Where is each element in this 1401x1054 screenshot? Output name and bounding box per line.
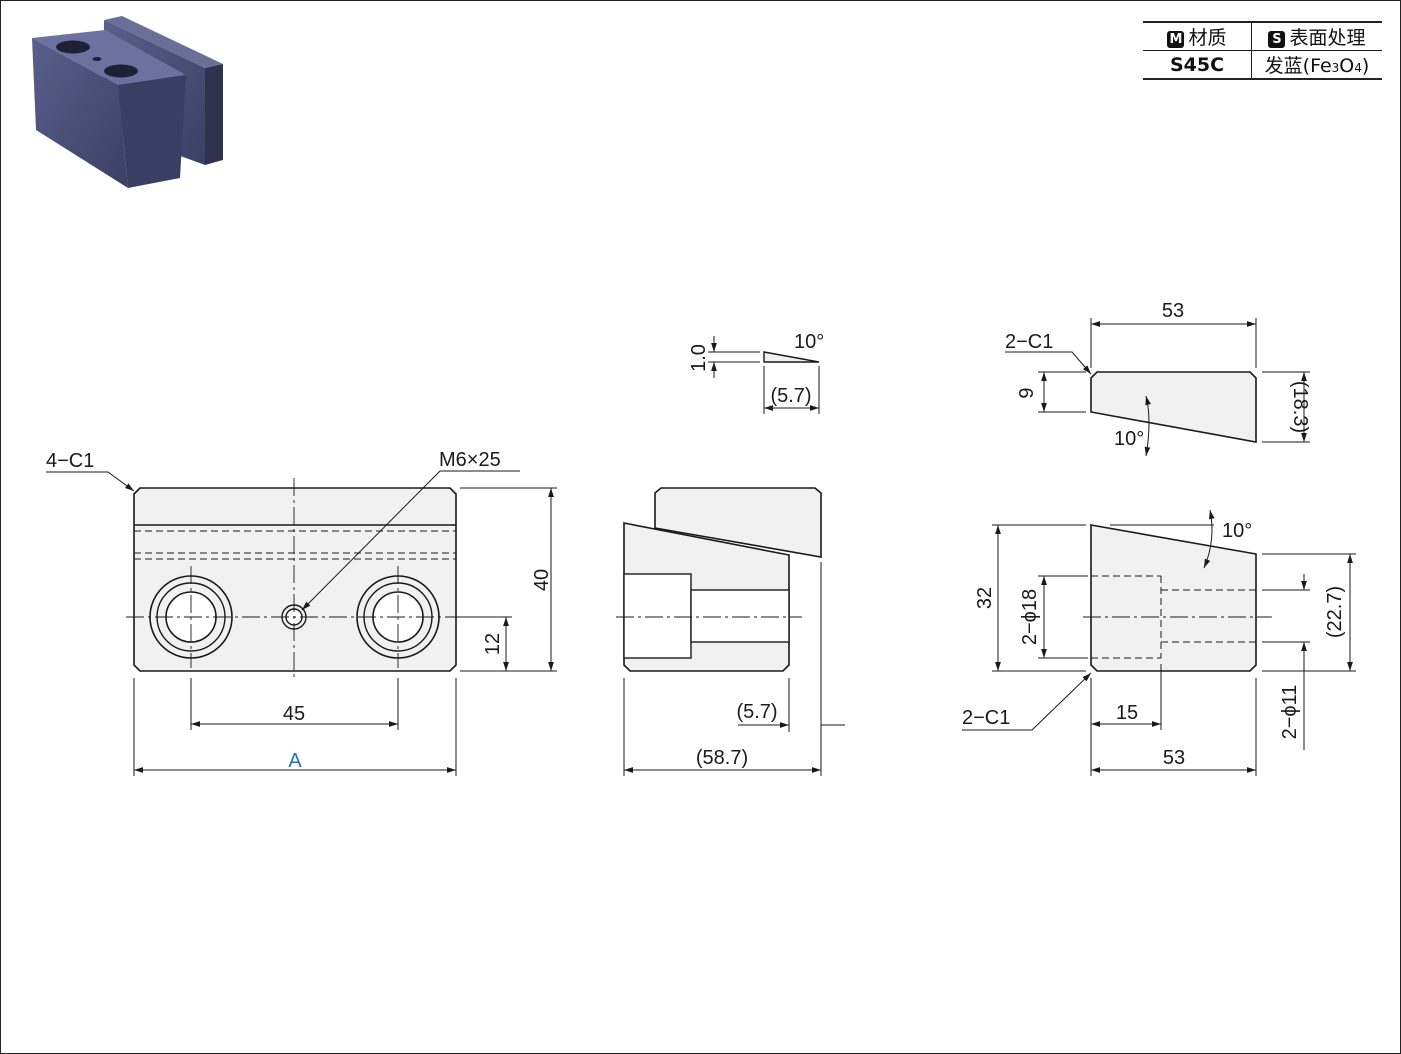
wedge-thickness-label: 1.0: [688, 344, 710, 372]
top-height-label: 9: [1016, 387, 1038, 398]
surface-badge-icon: S: [1268, 31, 1286, 48]
product-photo: [32, 16, 223, 188]
material-value: S45C: [1169, 53, 1225, 76]
side-view: (5.7) (58.7): [616, 487, 845, 776]
material-value-cell: S45C: [1143, 50, 1252, 80]
top-height-ref-label: (18.3): [1289, 381, 1311, 433]
spec-value-row: S45C 发蓝(Fe3O4): [1143, 50, 1382, 80]
counterbore-depth-label: 15: [1116, 702, 1138, 724]
thread-label: M6×25: [439, 449, 501, 471]
hole-label: 2−ϕ11: [1279, 685, 1301, 740]
bottom-height-label: 32: [974, 587, 996, 609]
pitch-45-label: 45: [283, 703, 305, 725]
length-A-label: A: [288, 750, 302, 772]
bottom-chamfer-label: 2−C1: [962, 707, 1010, 729]
top-angle-label: 10°: [1114, 428, 1144, 450]
counterbore-label: 2−ϕ18: [1019, 589, 1041, 645]
material-header: 材质: [1188, 27, 1227, 49]
surface-value-suffix: ): [1361, 55, 1370, 77]
bottom-angle-label: 10°: [1222, 520, 1252, 542]
side-offset-label: (5.7): [736, 701, 777, 723]
top-width-label: 53: [1162, 300, 1184, 322]
bottom-width-label: 53: [1163, 747, 1185, 769]
surface-header: 表面处理: [1289, 27, 1366, 49]
height-40-label: 40: [531, 569, 553, 591]
surface-value-cell: 发蓝(Fe3O4): [1251, 50, 1382, 80]
top-right-view: 53 2−C1 9 (18.3) 10°: [1005, 300, 1311, 457]
surface-subscript-4: 4: [1354, 61, 1362, 75]
bottom-height-ref-label: (22.7): [1324, 586, 1346, 638]
wedge-detail: 1.0 10° (5.7): [688, 331, 824, 414]
side-depth-label: (58.7): [696, 747, 748, 769]
wedge-length-label: (5.7): [770, 385, 811, 407]
surface-value-prefix: 发蓝(Fe: [1264, 55, 1332, 77]
bottom-right-view: 10° 32 2−ϕ18 (22.7) 2−C1 15 2−ϕ11 53: [962, 509, 1356, 776]
wedge-angle-label: 10°: [794, 331, 824, 353]
surface-subscript-3: 3: [1331, 61, 1340, 75]
top-chamfer-label: 2−C1: [1005, 331, 1053, 353]
front-view: 4−C1 M6×25 40 12 45 A: [46, 449, 557, 776]
front-chamfer-label: 4−C1: [46, 450, 94, 472]
material-badge-icon: M: [1167, 31, 1185, 48]
height-12-label: 12: [482, 633, 504, 655]
surface-value-mid: O: [1339, 55, 1355, 77]
